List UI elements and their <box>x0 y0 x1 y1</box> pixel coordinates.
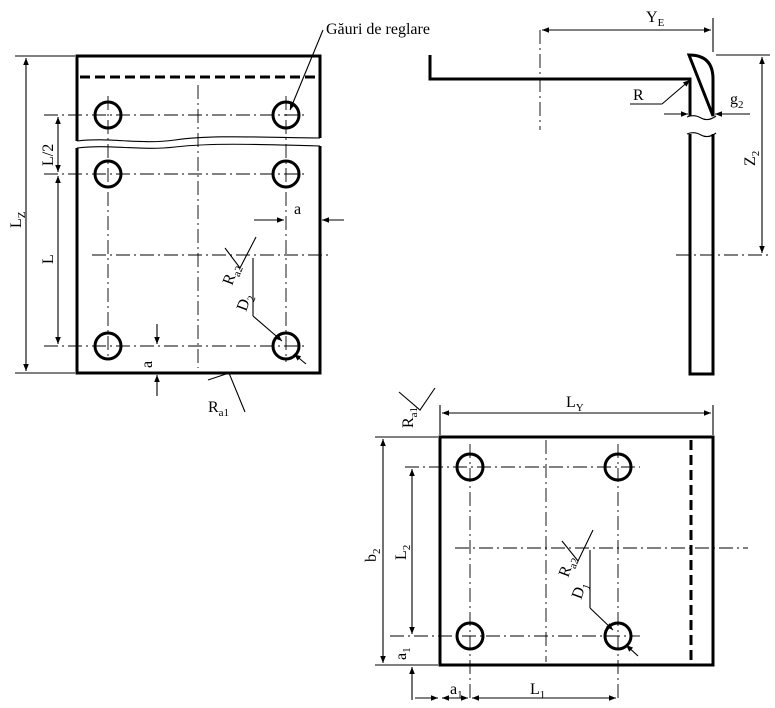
ra2-bottom-symbol <box>561 529 594 563</box>
top-hole-top-right <box>603 452 633 482</box>
a-top-label: a <box>294 201 301 218</box>
d1-label: D1 <box>569 580 594 603</box>
ly-label: LY <box>566 394 584 414</box>
g2-label: g2 <box>730 91 744 111</box>
top-plate-outline <box>438 435 715 667</box>
l2-label: L2 <box>393 545 413 560</box>
d1-leader-arrow <box>589 607 614 631</box>
d2-leader-arrow <box>252 315 283 342</box>
ra1-top-symbol <box>207 372 246 413</box>
l-half-label: L/2 <box>40 144 57 166</box>
side-profile-outline <box>428 53 715 376</box>
r-label: R <box>633 87 644 104</box>
front-break-line-upper <box>76 136 321 143</box>
ra2-bottom-label: Ra2 <box>556 554 582 581</box>
ra1-bottom-symbol <box>398 387 436 411</box>
front-break-line-lower <box>76 143 321 149</box>
l-label: L <box>40 254 57 264</box>
front-hole-top-left <box>93 100 123 130</box>
a1-horizontal-label: a1 <box>450 681 463 701</box>
d2-counter-arrow <box>293 353 307 365</box>
side-break-upper <box>686 115 717 121</box>
ra1-bottom-label: Ra1 <box>400 407 420 428</box>
top-hole-bottom-left <box>455 621 485 651</box>
r-leader-arrow <box>661 79 691 105</box>
ra2-top-symbol <box>224 236 257 270</box>
a1-vertical-label: a1 <box>393 647 413 660</box>
ye-label: YE <box>646 9 665 29</box>
front-view: Găuri de reglare LZ L/2 L a a Ra2 D2 <box>8 21 430 419</box>
side-break-lower <box>686 132 717 138</box>
ra2-top-label: Ra2 <box>220 262 246 289</box>
top-hole-bottom-right <box>603 621 633 651</box>
z2-label: Z2 <box>742 151 762 166</box>
front-hole-middle-left <box>93 159 123 189</box>
l1-label: L1 <box>530 681 545 701</box>
lz-label: LZ <box>8 211 28 228</box>
top-hole-top-left <box>455 452 485 482</box>
front-hole-top-right <box>271 100 301 130</box>
front-hole-middle-right <box>271 159 301 189</box>
d1-counter-arrow <box>625 644 639 657</box>
adjust-holes-label: Găuri de reglare <box>326 21 430 38</box>
top-view: LY Ra1 b2 L2 a1 a1 L1 <box>363 387 748 701</box>
b2-label: b2 <box>363 549 383 563</box>
front-hole-bottom-right <box>271 331 301 361</box>
front-plate-outline <box>75 54 322 375</box>
side-view: YE R g2 Z2 <box>428 9 770 376</box>
ra1-top-label: Ra1 <box>208 399 229 419</box>
a-bottom-label: a <box>139 361 156 368</box>
front-hole-bottom-left <box>93 331 123 361</box>
adjust-holes-leader <box>289 29 324 111</box>
d2-label: D2 <box>234 292 259 315</box>
